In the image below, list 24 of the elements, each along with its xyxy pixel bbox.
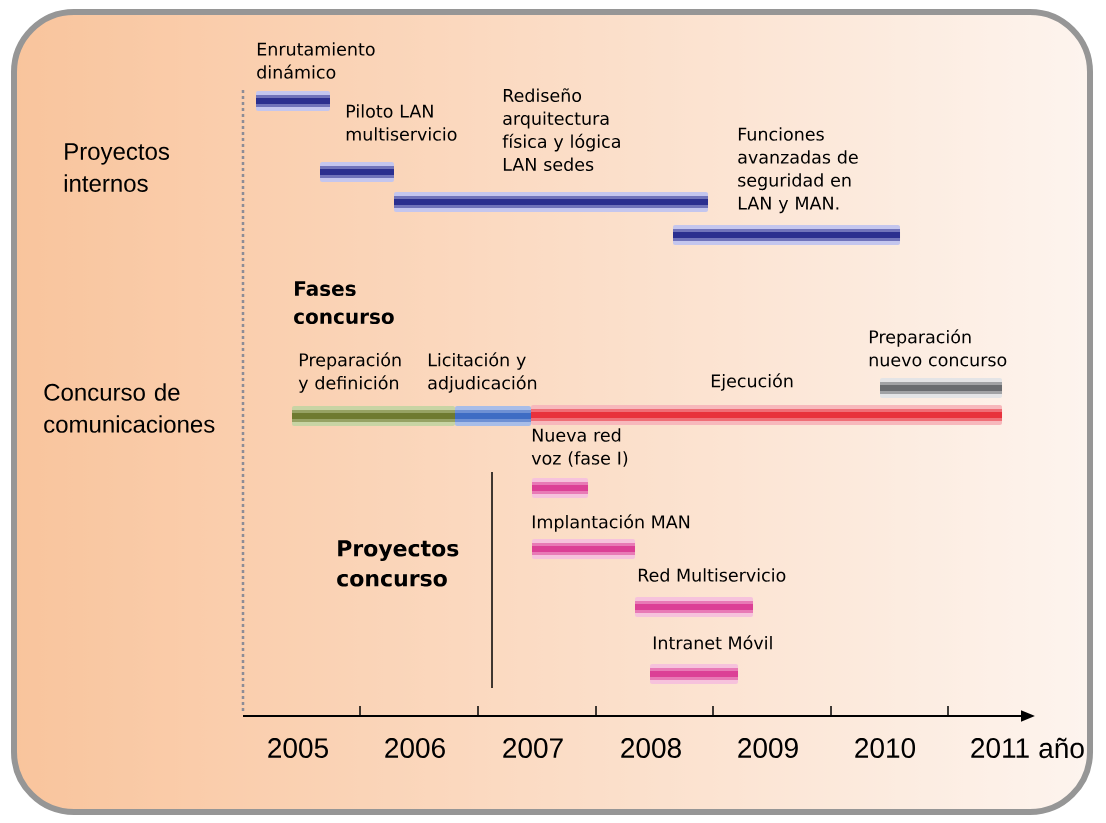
year-label: 2006 bbox=[385, 738, 445, 758]
bar-label: Preparación nuevo concurso bbox=[869, 329, 1007, 367]
bar-label: Red Multiservicio bbox=[638, 568, 786, 582]
year-label: 2005 bbox=[268, 738, 328, 758]
row-heading: Concurso de comunicaciones bbox=[44, 383, 215, 433]
year-label: 2010 bbox=[855, 738, 916, 758]
bar-label: Ejecución bbox=[711, 373, 793, 391]
year-label: 2008 bbox=[621, 738, 681, 758]
section-heading: Fases concurso bbox=[294, 281, 394, 325]
axis-title: año bbox=[1039, 737, 1084, 759]
bar-label: Licitación y adjudicación bbox=[428, 352, 537, 393]
bar-label: Preparación y definición bbox=[298, 352, 401, 393]
year-label: 2011 bbox=[971, 738, 1029, 758]
section-heading: Proyectos concurso bbox=[337, 540, 459, 587]
bar-label: Rediseño arquitectura física y lógica LAN sedes bbox=[502, 88, 620, 172]
year-label: 2009 bbox=[738, 738, 798, 758]
bar-label: Nueva red voz (fase I) bbox=[531, 428, 628, 467]
year-label: 2007 bbox=[503, 738, 563, 758]
bar-label: Intranet Móvil bbox=[653, 635, 772, 650]
bar-label: Piloto LAN multiservicio bbox=[346, 104, 457, 141]
bar-label: Implantación MAN bbox=[532, 514, 690, 532]
bar-label: Funciones avanzadas de seguridad en LAN y MAN. bbox=[738, 127, 858, 214]
bar-label: Enrutamiento dinámico bbox=[257, 42, 375, 79]
row-heading: Proyectos internos bbox=[64, 143, 170, 192]
